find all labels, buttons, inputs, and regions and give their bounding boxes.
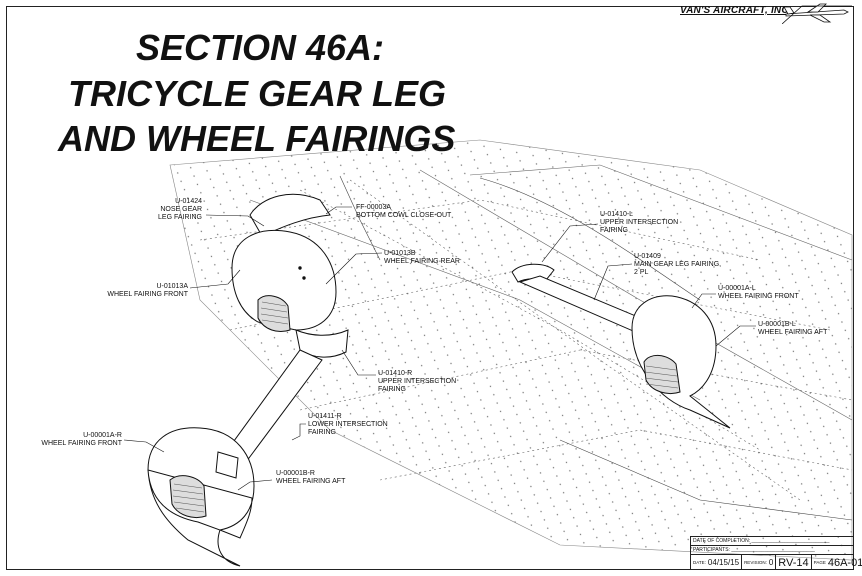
revision-label: REVISION: bbox=[744, 560, 767, 565]
participants-label: PARTICIPANTS: bbox=[693, 547, 730, 553]
callout-u00001br-desc: WHEEL FAIRING AFT bbox=[276, 478, 346, 485]
callout-u01013a-desc: WHEEL FAIRING FRONT bbox=[107, 291, 188, 298]
callout-u00001ar-part: U-00001A-R bbox=[83, 432, 122, 439]
revision-value: 0 bbox=[768, 558, 774, 567]
airplane-logo-icon bbox=[782, 3, 852, 24]
callout-u01410l-desc1: UPPER INTERSECTION bbox=[600, 219, 678, 226]
callout-u00001al-desc: WHEEL FAIRING FRONT bbox=[718, 293, 799, 300]
date-value: 04/15/15 bbox=[707, 558, 740, 567]
callout-u01013b-part: U-01013B bbox=[384, 250, 416, 257]
callout-u01410r-desc1: UPPER INTERSECTION bbox=[378, 378, 456, 385]
nose-gear-assembly bbox=[225, 193, 349, 463]
callout-u00001al-part: U-00001A-L bbox=[718, 285, 756, 292]
page-value: 46A-01 bbox=[827, 556, 862, 569]
section-title-line2: TRICYCLE GEAR LEG bbox=[68, 73, 447, 114]
callout-u01409-desc1: MAIN GEAR LEG FAIRING, bbox=[634, 261, 721, 268]
callout-u01410r-desc2: FAIRING bbox=[378, 386, 406, 393]
callout-u00001bl-desc: WHEEL FAIRING AFT bbox=[758, 329, 828, 336]
callout-u00001ar-desc: WHEEL FAIRING FRONT bbox=[41, 440, 122, 447]
callout-u01411r-part: U-01411-R bbox=[308, 413, 342, 420]
callout-u01409-desc2: 2 PL bbox=[634, 269, 649, 276]
callout-u01424-desc2: LEG FAIRING bbox=[158, 214, 202, 221]
revision-cell: REVISION:0 bbox=[742, 555, 777, 570]
callout-u01410l-desc2: FAIRING bbox=[600, 227, 628, 234]
callout-u00001br-part: U-00001B-R bbox=[276, 470, 315, 477]
callout-ff00003a-part: FF-00003A bbox=[356, 204, 391, 211]
model-value: RV-14 bbox=[778, 556, 809, 569]
title-block: DATE OF COMPLETION: ____________________… bbox=[690, 536, 862, 570]
section-title-line3: AND WHEEL FAIRINGS bbox=[58, 118, 456, 159]
callout-u01424-desc1: NOSE GEAR bbox=[160, 206, 202, 213]
callout-u01410r-part: U-01410-R bbox=[378, 370, 412, 377]
date-label: DATE: bbox=[693, 560, 706, 565]
airframe-underside bbox=[169, 139, 853, 561]
callout-u01424-part: U-01424 bbox=[175, 198, 202, 205]
date-of-completion-row: DATE OF COMPLETION: ____________________… bbox=[691, 537, 854, 546]
page-label: PAGE bbox=[813, 560, 826, 565]
section-title-line1: SECTION 46A: bbox=[136, 27, 385, 68]
callout-u01411r-desc2: FAIRING bbox=[308, 429, 336, 436]
callout-u01013a-part: U-01013A bbox=[156, 283, 188, 290]
right-main-wheel-fairing bbox=[147, 427, 255, 567]
date-of-completion-label: DATE OF COMPLETION: bbox=[693, 538, 751, 544]
callout-u01409-part: U-01409 bbox=[634, 253, 661, 260]
brand-name: VAN'S AIRCRAFT, INC. bbox=[680, 5, 792, 16]
callout-u01013b-desc: WHEEL FAIRING REAR bbox=[384, 258, 460, 265]
callout-u01410l-part: U-01410-L bbox=[600, 211, 633, 218]
callout-ff00003a-desc: BOTTOM COWL CLOSE-OUT bbox=[356, 212, 452, 219]
brand-header: VAN'S AIRCRAFT, INC. bbox=[672, 2, 852, 24]
date-cell: DATE:04/15/15 bbox=[691, 555, 743, 570]
callout-u01411r-desc1: LOWER INTERSECTION bbox=[308, 421, 388, 428]
left-main-gear-assembly bbox=[511, 263, 731, 429]
leader-lines bbox=[123, 206, 756, 491]
model-cell: RV-14 bbox=[776, 555, 812, 570]
participants-row: PARTICIPANTS: __________________________… bbox=[691, 546, 854, 555]
callout-u00001bl-part: U-00001B-L bbox=[758, 321, 796, 328]
